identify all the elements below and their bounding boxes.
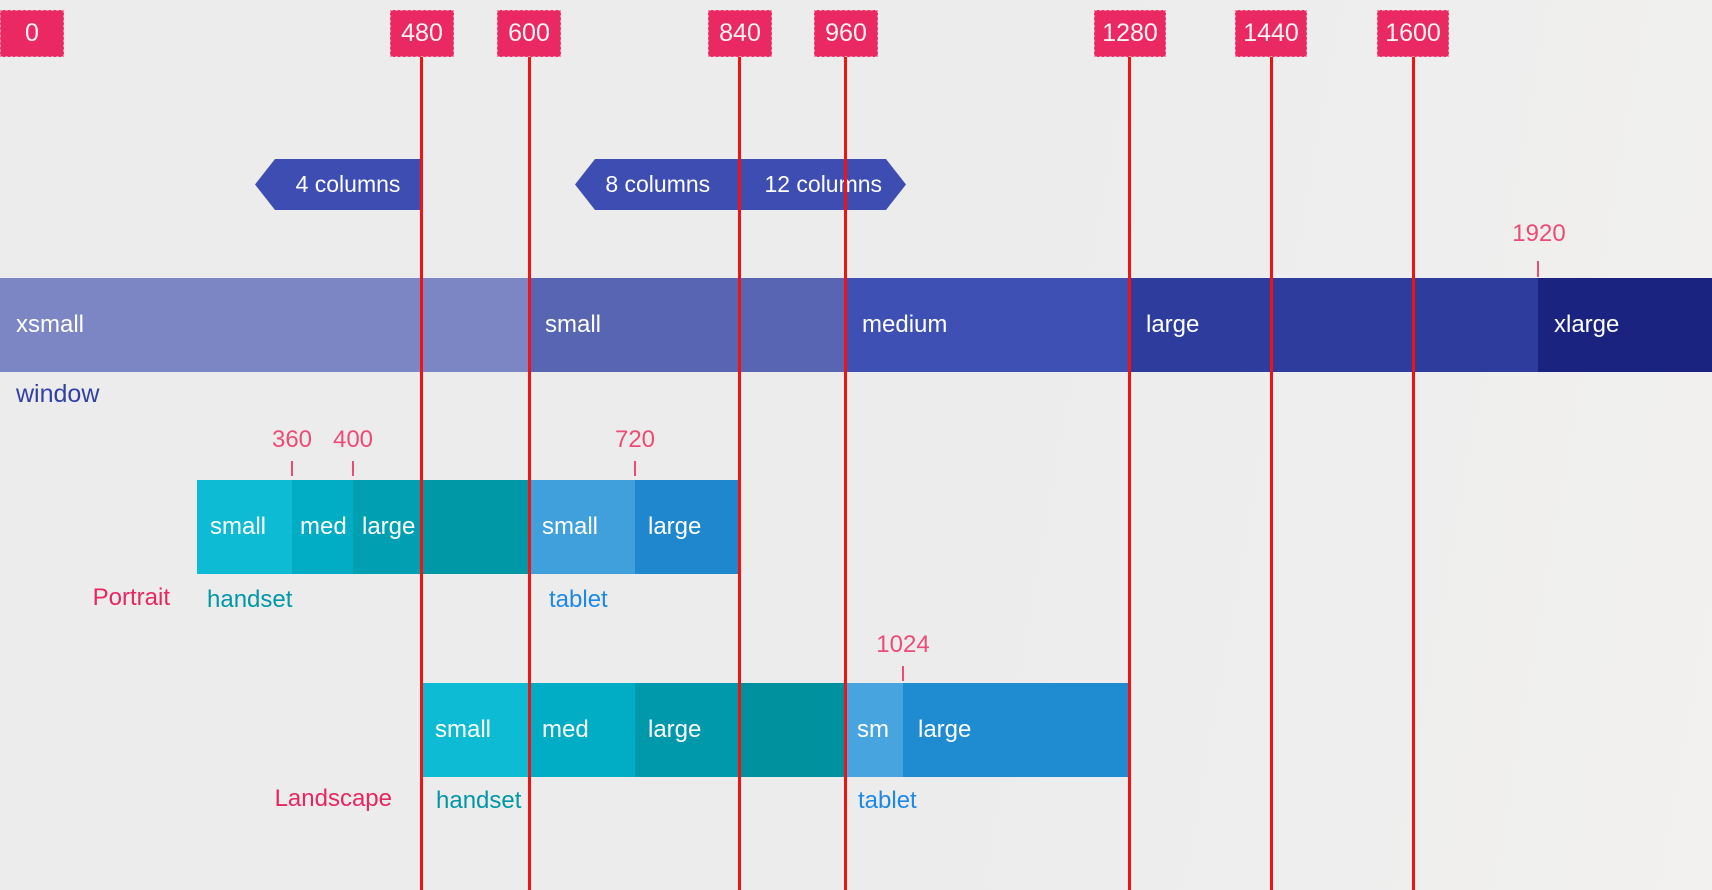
portrait-tablet-large-label: large bbox=[648, 513, 702, 540]
portrait-handset-large-label: large bbox=[362, 513, 416, 540]
landscape-handset-med: med bbox=[529, 683, 635, 777]
landscape-tablet-sm: sm bbox=[846, 683, 903, 777]
marker-1920-tick bbox=[1537, 261, 1539, 277]
portrait-handset-small: small bbox=[197, 480, 292, 574]
portrait-tick-360 bbox=[291, 461, 293, 476]
landscape-handset-med-label: med bbox=[542, 716, 589, 743]
breakpoint-badge-960: 960 bbox=[814, 10, 878, 57]
window-segment-xlarge-label: xlarge bbox=[1554, 311, 1620, 338]
window-segment-medium-label: medium bbox=[862, 311, 948, 338]
portrait-tick-400-label: 400 bbox=[332, 426, 374, 453]
landscape-handset-small: small bbox=[422, 683, 529, 777]
portrait-tablet-large: large bbox=[635, 480, 740, 574]
breakpoint-badge-1280: 1280 bbox=[1094, 10, 1166, 57]
portrait-tick-720-label: 720 bbox=[614, 426, 656, 453]
landscape-handset-caption: handset bbox=[436, 787, 522, 814]
guide-line-1280 bbox=[1128, 57, 1131, 890]
guide-line-960 bbox=[844, 57, 847, 890]
window-bar: xsmall small medium large xlarge bbox=[0, 278, 1712, 372]
portrait-handset-med-label: med bbox=[300, 513, 347, 540]
guide-line-840 bbox=[738, 57, 741, 890]
landscape-tablet-sm-label: sm bbox=[857, 716, 889, 743]
guide-line-1440 bbox=[1270, 57, 1273, 890]
portrait-caption: Portrait bbox=[92, 584, 170, 611]
landscape-handset-large-label: large bbox=[648, 716, 702, 743]
portrait-handset-extension bbox=[422, 480, 529, 574]
landscape-tablet-large-label: large bbox=[918, 716, 972, 743]
window-segment-large: large bbox=[1130, 278, 1538, 372]
portrait-handset-large: large bbox=[353, 480, 422, 574]
breakpoint-badge-1600: 1600 bbox=[1377, 10, 1449, 57]
portrait-handset-caption: handset bbox=[207, 586, 293, 613]
guide-line-600 bbox=[528, 57, 531, 890]
marker-1920-label: 1920 bbox=[1512, 220, 1566, 247]
portrait-tick-360-label: 360 bbox=[271, 426, 313, 453]
portrait-tick-400 bbox=[352, 461, 354, 476]
breakpoint-badge-840: 840 bbox=[708, 10, 772, 57]
landscape-handset-small-label: small bbox=[435, 716, 492, 743]
landscape-tablet-large: large bbox=[903, 683, 1130, 777]
window-segment-xlarge: xlarge bbox=[1538, 278, 1712, 372]
window-segment-medium: medium bbox=[846, 278, 1130, 372]
landscape-handset-large: large bbox=[635, 683, 740, 777]
window-segment-large-label: large bbox=[1146, 311, 1200, 338]
columns-flag-4: 4 columns bbox=[255, 159, 423, 210]
breakpoint-badge-600: 600 bbox=[497, 10, 561, 57]
window-segment-xsmall: xsmall bbox=[0, 278, 529, 372]
landscape-caption: Landscape bbox=[274, 785, 392, 812]
portrait-tablet-small: small bbox=[529, 480, 635, 574]
window-caption: window bbox=[16, 380, 100, 408]
guide-line-480 bbox=[420, 57, 423, 890]
landscape-handset-extension bbox=[740, 683, 846, 777]
guide-line-1600 bbox=[1412, 57, 1415, 890]
portrait-handset-small-label: small bbox=[210, 513, 267, 540]
landscape-tick-1024-label: 1024 bbox=[876, 631, 930, 658]
portrait-handset-med: med bbox=[292, 480, 353, 574]
columns-flag-8-label: 8 columns bbox=[605, 171, 711, 197]
columns-flag-12-label: 12 columns bbox=[764, 171, 883, 197]
portrait-tablet-small-label: small bbox=[542, 513, 599, 540]
breakpoint-badge-0: 0 bbox=[0, 10, 64, 57]
portrait-tick-720 bbox=[634, 461, 636, 476]
columns-flag-4-label: 4 columns bbox=[295, 171, 401, 197]
breakpoint-badge-480: 480 bbox=[390, 10, 454, 57]
breakpoint-badge-1440: 1440 bbox=[1235, 10, 1307, 57]
window-segment-small-label: small bbox=[545, 311, 602, 338]
portrait-tablet-caption: tablet bbox=[549, 586, 608, 613]
window-segment-xsmall-label: xsmall bbox=[16, 311, 85, 338]
window-segment-small: small bbox=[529, 278, 846, 372]
landscape-tablet-caption: tablet bbox=[858, 787, 917, 814]
landscape-tick-1024 bbox=[902, 666, 904, 681]
